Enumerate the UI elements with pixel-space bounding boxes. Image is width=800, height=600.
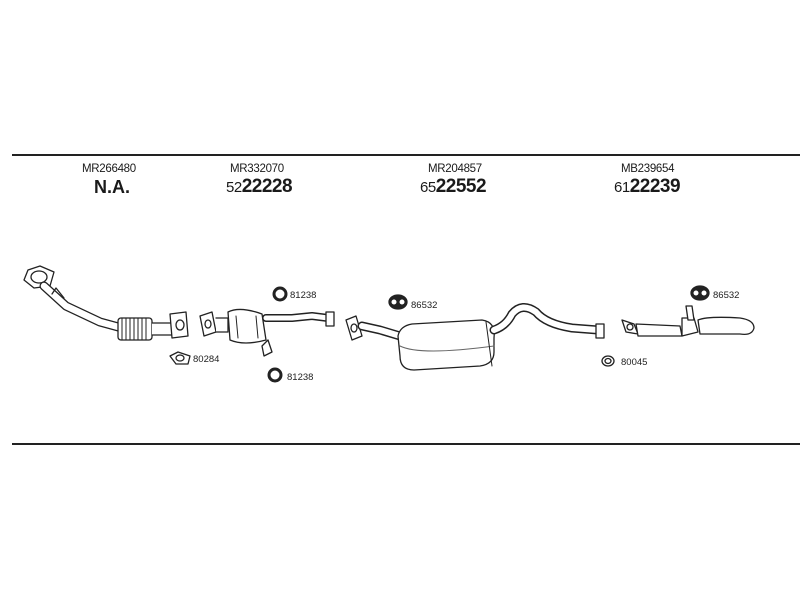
oe-number-catalyst: MR332070 — [230, 163, 284, 175]
oe-number-front-pipe: MR266480 — [82, 163, 136, 175]
part-number-main: 22228 — [241, 176, 293, 197]
part-number-catalyst: 5222228 — [226, 176, 293, 198]
part-number-front-pipe: N.A. — [94, 177, 130, 197]
callout-clamp-ring-b: 81238 — [287, 372, 313, 383]
part-number-rear-silencer: 6122239 — [614, 176, 681, 198]
top-divider — [12, 154, 800, 156]
rear-silencer — [621, 305, 755, 337]
middle-silencer — [345, 303, 605, 371]
callout-gasket-front: 80284 — [193, 354, 219, 365]
part-number-prefix: 65 — [420, 179, 436, 196]
front-pipe — [23, 265, 189, 341]
rubber-hanger-icon — [690, 285, 710, 301]
clamp-ring-icon — [267, 367, 283, 383]
gasket-icon — [169, 351, 191, 365]
part-number-main: 22239 — [629, 176, 681, 197]
callout-hanger-middle: 86532 — [411, 300, 437, 311]
part-number-middle-silencer: 6522552 — [420, 176, 487, 198]
callout-hanger-rear: 86532 — [713, 290, 739, 301]
part-number-prefix: 61 — [614, 179, 630, 196]
flex-section — [117, 317, 153, 341]
bottom-divider — [12, 443, 800, 445]
callout-clamp-ring-a: 81238 — [290, 290, 316, 301]
oe-number-rear-silencer: MB239654 — [621, 163, 675, 175]
gasket-icon — [601, 355, 615, 367]
part-number-prefix: 52 — [226, 179, 242, 196]
part-number-main: 22552 — [435, 176, 487, 197]
clamp-ring-icon — [272, 286, 288, 302]
callout-gasket-rear: 80045 — [621, 357, 647, 368]
catalyst-pipe — [199, 308, 335, 357]
rubber-hanger-icon — [388, 294, 408, 310]
oe-number-middle-silencer: MR204857 — [428, 163, 482, 175]
